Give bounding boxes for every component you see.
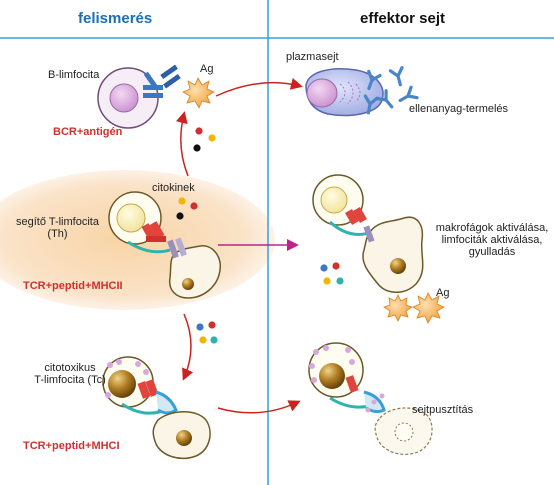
effector-tc-cell (308, 342, 386, 414)
cytokine-icon (193, 126, 230, 154)
label-macro-line3: gyulladás (468, 246, 516, 258)
label-macrophage-effects: makrofágok aktiválása, limfociták aktivá… (432, 222, 552, 258)
arrow-icon (215, 77, 303, 97)
activated-th-cell (312, 174, 373, 236)
label-th-cell: segítő T-limfocita (Th) (10, 216, 105, 240)
b-cell (97, 64, 181, 129)
antigen-burst-icon (182, 77, 215, 109)
cytokine-icon (196, 321, 222, 357)
tcr-receptor (127, 221, 171, 254)
label-antigen-top: Ag (200, 63, 214, 75)
label-tc-cell: citotoxikus T-limfocita (Tc) (20, 362, 120, 386)
label-antigen-mid: Ag (436, 287, 450, 299)
label-cytokines: citokinek (152, 182, 195, 194)
label-cell-killing: sejtpusztítás (412, 404, 474, 416)
label-macro-line1: makrofágok aktiválása, (435, 222, 549, 234)
label-tc-cell-line2: T-limfocita (Tc) (34, 374, 106, 386)
label-bcr-antigen: BCR+antigén (53, 126, 123, 138)
bcr-receptor (143, 64, 181, 98)
cytotoxic-granules (365, 393, 385, 413)
tcr-receptor (121, 379, 178, 415)
arrow-icon (175, 111, 189, 177)
arrow-icon (182, 313, 194, 381)
antigen-burst-icon (383, 292, 445, 324)
label-macro-line2: limfociták aktiválása, (441, 234, 543, 246)
header-recognition: felismerés (78, 10, 153, 27)
label-antibody-production: ellenanyag-termelés (409, 103, 509, 115)
cytokine-icon (320, 262, 348, 298)
label-tcr-mhc2: TCR+peptid+MHCII (23, 280, 123, 292)
label-plasma-cell: plazmasejt (286, 51, 339, 63)
cytokine-icon (176, 197, 208, 234)
label-tcr-mhc1: TCR+peptid+MHCI (23, 440, 120, 452)
dying-target-cell (374, 407, 433, 455)
label-th-cell-line2: (Th) (47, 228, 68, 240)
label-tc-cell-line1: citotoxikus (44, 362, 96, 374)
macrophage (362, 216, 424, 293)
arrow-icon (217, 400, 301, 414)
target-cell (152, 411, 211, 460)
antigen-presenting-cell (167, 237, 221, 299)
label-th-cell-line1: segítő T-limfocita (16, 216, 99, 228)
label-b-cell: B-limfocita (48, 69, 100, 81)
header-effector: effektor sejt (360, 10, 446, 27)
